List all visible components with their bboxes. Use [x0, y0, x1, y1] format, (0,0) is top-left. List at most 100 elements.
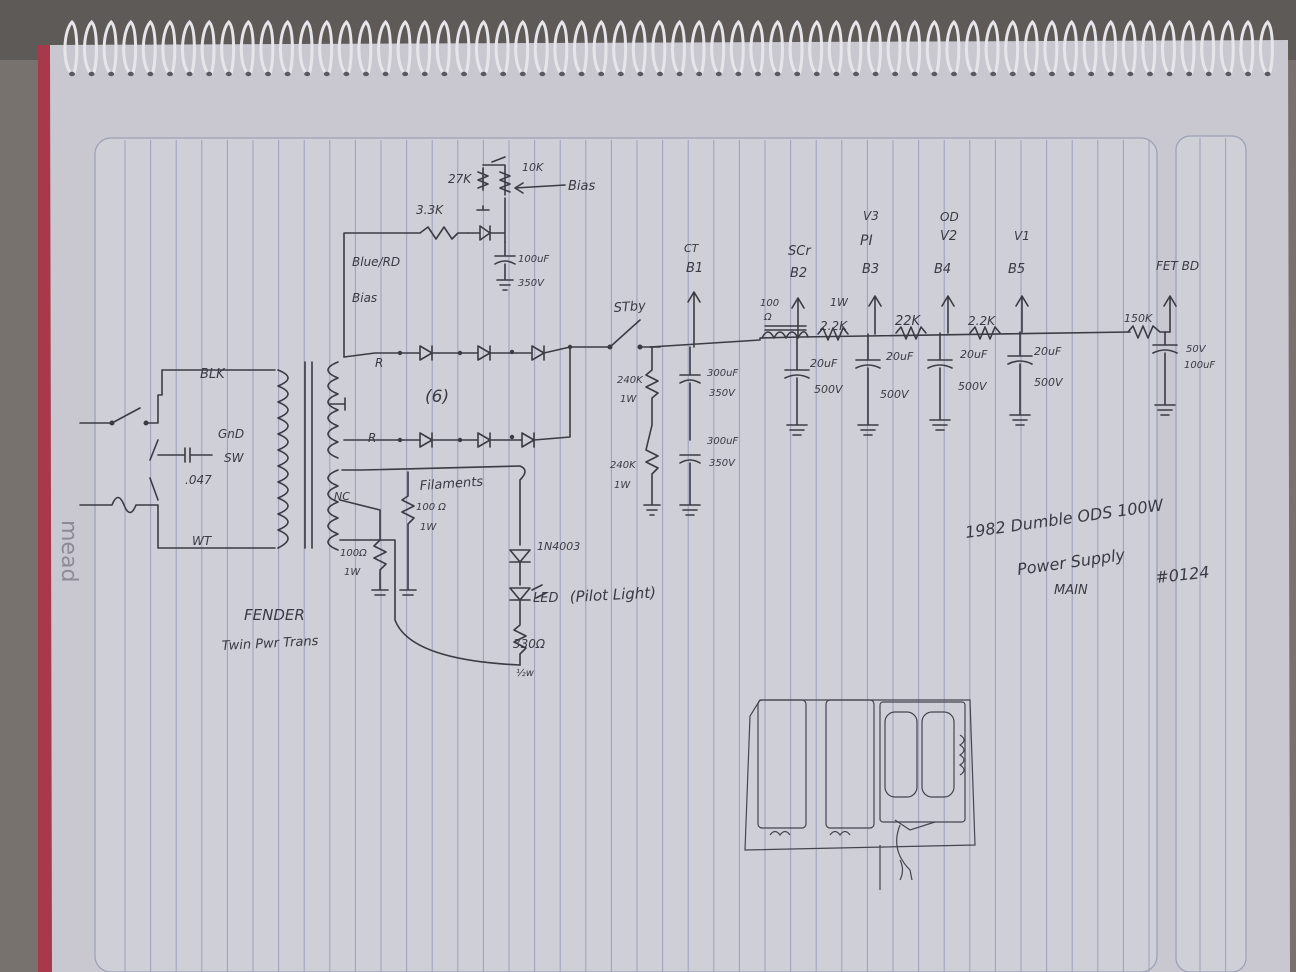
spiral-ring	[514, 19, 530, 75]
label-b1: B1	[686, 261, 703, 276]
label-330: 330Ω	[513, 637, 546, 651]
spiral-ring	[533, 19, 549, 75]
label-v1: V1	[1014, 229, 1030, 243]
label-fender: FENDER	[244, 606, 305, 624]
spiral-ring	[1082, 19, 1098, 75]
label-twin: Twin Pwr Trans	[221, 634, 319, 654]
spiral-ring	[1180, 19, 1196, 75]
label-scr: SCr	[788, 244, 812, 259]
spiral-ring	[886, 19, 902, 75]
label-1w-e: 1W	[830, 296, 849, 309]
label-1w-c: 1W	[620, 394, 637, 405]
spiral-ring	[1063, 19, 1078, 75]
spiral-ring	[1259, 19, 1274, 75]
label-od: OD	[940, 210, 959, 224]
label-wt: WT	[192, 534, 213, 548]
label-pi: PI	[860, 233, 873, 249]
spiral-ring	[83, 19, 98, 75]
label-1n4003: 1N4003	[537, 540, 580, 553]
spiral-ring	[1043, 19, 1059, 75]
label-blk: BLK	[200, 367, 226, 382]
spiral-ring	[984, 19, 1000, 75]
spiral-ring	[416, 19, 432, 75]
spiral-ring	[259, 19, 275, 75]
label-500v-b: 500V	[880, 388, 910, 401]
label-22k: 22K	[895, 314, 922, 329]
spiral-ring	[455, 19, 471, 75]
label-1w-a: 1W	[420, 522, 437, 533]
spiral-ring	[435, 19, 451, 75]
spiral-ring	[181, 19, 196, 75]
spiral-ring	[553, 19, 569, 75]
label-150k: 150K	[1124, 312, 1153, 325]
spiral-ring	[867, 19, 882, 75]
label-100ohm: 100 Ω	[416, 502, 446, 513]
label-v3: V3	[863, 209, 879, 223]
label-r-bottom: R	[368, 431, 376, 445]
spiral-ring	[102, 19, 118, 75]
label-350v-bias: 350V	[518, 278, 545, 289]
spiral-ring	[200, 19, 216, 75]
label-27k: 27K	[448, 172, 472, 186]
label-ct: CT	[684, 242, 700, 255]
spiral-ring	[671, 19, 686, 75]
label-ohm-choke: Ω	[763, 312, 772, 323]
spiral-ring	[906, 19, 922, 75]
spiral-ring	[945, 19, 961, 75]
label-v2: V2	[940, 229, 957, 244]
label-240k-a: 240K	[617, 375, 644, 386]
spiral-ring	[1161, 19, 1176, 75]
spiral-ring	[122, 19, 138, 75]
label-b2: B2	[790, 266, 807, 281]
spiral-ring	[141, 19, 157, 75]
label-bias-arrow: Bias	[568, 179, 595, 194]
spiral-ring	[690, 19, 706, 75]
spiral-ring	[808, 19, 824, 75]
label-20uf-c: 20uF	[960, 348, 988, 361]
spiral-ring	[377, 19, 392, 75]
spiral-ring	[1200, 19, 1216, 75]
label-350v-a: 350V	[709, 388, 736, 399]
spiral-ring	[1239, 19, 1255, 75]
spiral-ring	[1023, 19, 1039, 75]
spiral-ring	[631, 19, 647, 75]
label-fet-bd: FET BD	[1156, 259, 1199, 273]
spiral-ring	[925, 19, 941, 75]
spiral-ring	[651, 19, 667, 75]
label-500v-a: 500V	[814, 383, 844, 396]
spiral-ring	[788, 19, 804, 75]
label-blue-red: Blue/RD	[352, 255, 400, 269]
spiral-ring	[573, 19, 588, 75]
spiral-ring	[1121, 19, 1137, 75]
label-2-2k: 2.2K	[820, 319, 848, 333]
spiral-ring	[239, 19, 255, 75]
label-1w-d: 1W	[614, 480, 631, 491]
spiral-ring	[592, 19, 608, 75]
label-half-w: ½w	[516, 667, 535, 679]
spiral-ring	[298, 19, 314, 75]
spiral-ring	[475, 19, 490, 75]
spiral-ring	[63, 19, 79, 75]
label-100uf-b: 100uF	[1184, 360, 1215, 371]
label-300uf-a: 300uF	[707, 368, 738, 379]
spiral-ring	[494, 19, 510, 75]
title-line-3: MAIN	[1054, 583, 1088, 598]
label-sw: SW	[224, 451, 245, 465]
label-20uf-d: 20uF	[1034, 345, 1062, 358]
label-20uf-b: 20uF	[886, 350, 914, 363]
label-led: LED	[533, 591, 558, 606]
label-500v-c: 500V	[958, 380, 988, 393]
spiral-ring	[279, 19, 294, 75]
label-240k-b: 240K	[610, 460, 637, 471]
spiral-ring	[749, 19, 765, 75]
label-50v: 50V	[1186, 344, 1207, 355]
layout-sketch	[744, 699, 976, 890]
label-350v-b: 350V	[709, 458, 736, 469]
schematic-wiring	[79, 156, 1178, 666]
spiral-ring	[827, 19, 843, 75]
label-r-top: R	[375, 356, 383, 370]
spiral-ring	[396, 19, 412, 75]
label-2-2k-b: 2.2K	[968, 314, 996, 328]
